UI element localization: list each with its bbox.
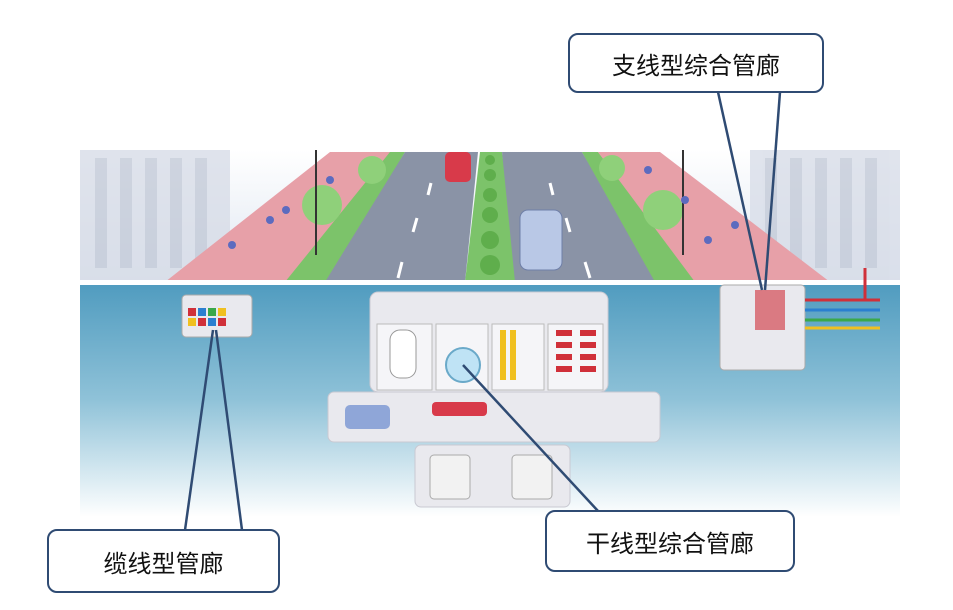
trunk-tunnel	[327, 291, 661, 508]
buildings-left	[80, 150, 230, 280]
leader-cable-1	[183, 329, 215, 531]
trunk-tunnel-label: 干线型综合管廊	[545, 510, 795, 572]
road-left	[325, 152, 478, 282]
cable-tunnel	[181, 294, 253, 338]
branch-tunnel-label: 支线型综合管廊	[568, 33, 824, 93]
grass-right	[582, 152, 700, 282]
branch-tunnel	[719, 268, 880, 371]
leader-branch-2	[763, 91, 782, 291]
car-red	[445, 152, 471, 182]
leader-branch-1	[716, 91, 764, 291]
cable-tunnel-label: 缆线型管廊	[47, 529, 280, 593]
leader-trunk	[462, 364, 599, 512]
road-slab	[80, 280, 900, 285]
car-blue	[519, 209, 563, 271]
sidewalk-right	[598, 152, 830, 282]
street	[165, 150, 830, 282]
leader-cable-2	[214, 329, 244, 531]
